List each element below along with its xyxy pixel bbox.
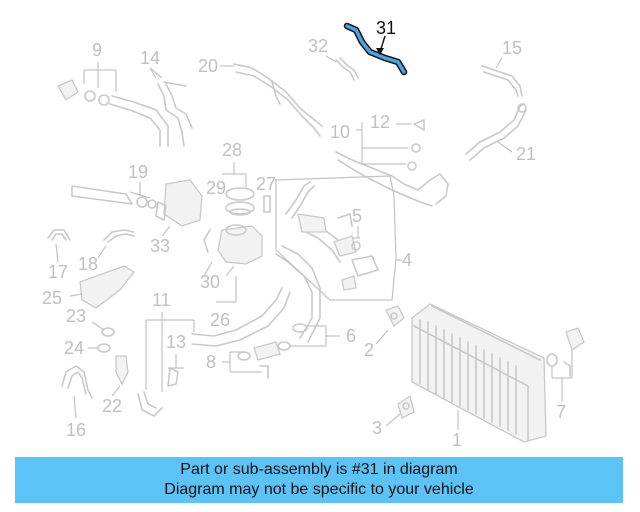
part-32-hose — [335, 57, 359, 81]
callout-30[interactable]: 30 — [200, 272, 220, 292]
callout-24[interactable]: 24 — [64, 338, 84, 358]
leader-14 — [149, 67, 163, 79]
part-10-hose — [335, 119, 449, 207]
callout-13[interactable]: 13 — [166, 332, 186, 352]
leader-10 — [356, 122, 408, 165]
part-28-cap — [225, 187, 255, 216]
group-4-outline — [275, 175, 397, 301]
leader-18 — [97, 245, 107, 259]
callout-9[interactable]: 9 — [92, 40, 102, 60]
part-1-radiator — [411, 303, 547, 443]
part-2-mount-a — [385, 305, 405, 328]
leader-13 — [168, 354, 184, 369]
info-banner: Part or sub-assembly is #31 in diagram D… — [15, 457, 623, 503]
callout-7[interactable]: 7 — [556, 402, 566, 422]
part-33-housing — [155, 179, 203, 227]
callout-1[interactable]: 1 — [452, 430, 462, 450]
leader-9 — [83, 62, 117, 92]
callout-28[interactable]: 28 — [222, 140, 242, 160]
callout-23[interactable]: 23 — [66, 306, 86, 326]
banner-line-1: Part or sub-assembly is #31 in diagram — [180, 461, 458, 478]
part-18-hose — [103, 229, 135, 243]
callout-27[interactable]: 27 — [256, 174, 276, 194]
leader-3 — [385, 413, 401, 427]
part-16-hose — [61, 365, 93, 399]
callout-25[interactable]: 25 — [42, 288, 62, 308]
part-17-hose — [47, 229, 71, 241]
leader-16 — [73, 395, 77, 419]
callout-8[interactable]: 8 — [206, 352, 216, 372]
callout-32[interactable]: 32 — [308, 36, 328, 56]
leader-6 — [290, 325, 340, 347]
part-25-bracket — [79, 265, 135, 309]
leader-5 — [352, 226, 360, 239]
callout-29[interactable]: 29 — [206, 178, 226, 198]
leader-30 — [203, 261, 235, 277]
part-19-pipe — [71, 185, 157, 209]
callout-19[interactable]: 19 — [128, 162, 148, 182]
leader-28 — [222, 162, 247, 188]
part-24-clip — [97, 343, 111, 353]
part-11-hose — [137, 367, 179, 417]
callout-14[interactable]: 14 — [140, 48, 160, 68]
leader-7 — [551, 350, 573, 402]
leader-8 — [222, 351, 262, 373]
leader-17 — [55, 243, 59, 263]
part-20-pipe — [233, 63, 323, 137]
callout-3[interactable]: 3 — [372, 418, 382, 438]
callout-4[interactable]: 4 — [402, 250, 412, 270]
part-9-fitting — [57, 79, 110, 106]
callout-6[interactable]: 6 — [346, 326, 356, 346]
part-31-hose[interactable] — [343, 22, 408, 76]
part-6-fitting — [277, 323, 308, 351]
callout-21[interactable]: 21 — [516, 144, 536, 164]
callout-26[interactable]: 26 — [210, 310, 230, 330]
banner-line-2: Diagram may not be specific to your vehi… — [164, 481, 474, 498]
part-4-hoses — [285, 181, 379, 291]
part-22-sensor — [115, 355, 129, 386]
leader-22 — [111, 385, 121, 397]
leader-11 — [145, 312, 195, 392]
callout-12[interactable]: 12 — [370, 112, 390, 132]
callout-11[interactable]: 11 — [152, 290, 171, 310]
part-21-pipe — [465, 103, 527, 161]
arrow-31 — [376, 48, 384, 55]
callout-16[interactable]: 16 — [66, 420, 86, 440]
part-3-mount — [397, 394, 415, 419]
leader-23 — [91, 321, 105, 331]
part-23-clip — [101, 327, 115, 337]
callout-31[interactable]: 31 — [376, 18, 396, 38]
leader-33 — [161, 225, 171, 237]
callout-22[interactable]: 22 — [102, 396, 122, 416]
callout-33[interactable]: 33 — [150, 236, 170, 256]
callout-18[interactable]: 18 — [78, 254, 98, 274]
leader-19 — [129, 182, 151, 199]
leader-25 — [69, 293, 83, 297]
leader-2-lower — [375, 329, 389, 345]
part-27-bolt — [263, 195, 271, 213]
callout-5[interactable]: 5 — [352, 206, 362, 226]
leader-15 — [495, 57, 503, 69]
part-lower-hose — [191, 245, 321, 347]
part-8-fitting — [237, 341, 281, 379]
callout-17[interactable]: 17 — [48, 262, 68, 282]
callout-20[interactable]: 20 — [198, 56, 218, 76]
leader-21 — [497, 141, 513, 153]
part-reservoir — [203, 224, 263, 265]
leader-26 — [216, 276, 237, 303]
callout-10[interactable]: 10 — [330, 122, 350, 142]
part-14-hose — [109, 81, 193, 147]
callout-2-lower[interactable]: 2 — [364, 340, 374, 360]
part-15-hose — [481, 65, 523, 97]
callout-15[interactable]: 15 — [502, 38, 522, 58]
leader-32 — [325, 55, 337, 63]
